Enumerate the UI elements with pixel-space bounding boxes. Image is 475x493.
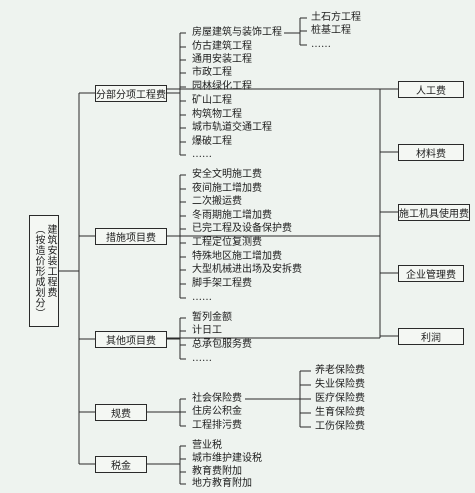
group-label: 税金 — [111, 461, 131, 472]
component-label: 施工机具使用费 — [399, 209, 469, 220]
group-box-guifei: 规费 — [95, 404, 147, 421]
list-item: 教育费附加 — [192, 466, 242, 477]
sub-list-item: 养老保险费 — [315, 365, 365, 376]
list-item: 仿古建筑工程 — [192, 41, 252, 52]
list-item: 矿山工程 — [192, 95, 232, 106]
group-label: 规费 — [111, 409, 131, 420]
list-item: 大型机械进出场及安拆费 — [192, 264, 302, 275]
group-box-cuoshi: 措施项目费 — [95, 228, 167, 245]
component-box-lirun: 利润 — [398, 328, 464, 345]
component-label: 人工费 — [416, 86, 446, 97]
list-item: 房屋建筑与装饰工程 — [192, 27, 282, 38]
list-item: 城市轨道交通工程 — [192, 122, 272, 133]
component-box-rengong: 人工费 — [398, 81, 464, 98]
component-label: 利润 — [421, 333, 441, 344]
list-item: 城市维护建设税 — [192, 453, 262, 464]
list-item: 社会保险费 — [192, 393, 242, 404]
list-item: 营业税 — [192, 440, 222, 451]
group-label: 分部分项工程费 — [96, 90, 166, 101]
list-item: 夜间施工增加费 — [192, 183, 262, 194]
list-item: 总承包服务费 — [192, 339, 252, 350]
list-item: 二次搬运费 — [192, 196, 242, 207]
list-item: 冬雨期施工增加费 — [192, 210, 272, 221]
list-item: 特殊地区施工增加费 — [192, 251, 282, 262]
sub-list-item: 桩基工程 — [311, 25, 351, 36]
list-item: 计日工 — [192, 325, 222, 336]
component-label: 材料费 — [416, 149, 446, 160]
list-item: …… — [192, 353, 212, 364]
list-item: 脚手架工程费 — [192, 278, 252, 289]
list-item: 通用安装工程 — [192, 54, 252, 65]
group-box-fenbu: 分部分项工程费 — [95, 85, 167, 102]
group-label: 其他项目费 — [106, 336, 156, 347]
component-box-cailiao: 材料费 — [398, 144, 464, 161]
list-item: …… — [192, 149, 212, 160]
group-label: 措施项目费 — [106, 233, 156, 244]
list-item: 住房公积金 — [192, 406, 242, 417]
sub-list-item: 土石方工程 — [311, 12, 361, 23]
list-item: 爆破工程 — [192, 136, 232, 147]
list-item: 园林绿化工程 — [192, 81, 252, 92]
sub-list-item: 医疗保险费 — [315, 393, 365, 404]
list-item: 安全文明施工费 — [192, 169, 262, 180]
sub-list-item: 工伤保险费 — [315, 421, 365, 432]
group-box-qita: 其他项目费 — [95, 331, 167, 348]
component-label: 企业管理费 — [406, 270, 456, 281]
sub-list-item: 失业保险费 — [315, 379, 365, 390]
list-item: 构筑物工程 — [192, 109, 242, 120]
list-item: 地方教育附加 — [192, 478, 252, 489]
sub-list-item: …… — [311, 39, 331, 50]
list-item: 暂列金额 — [192, 312, 232, 323]
list-item: 工程排污费 — [192, 420, 242, 431]
list-item: 市政工程 — [192, 67, 232, 78]
component-box-jiju: 施工机具使用费 — [398, 204, 470, 221]
list-item: 工程定位复测费 — [192, 237, 262, 248]
root-note: （按造价形成划分） — [33, 224, 44, 319]
sub-list-item: 生育保险费 — [315, 407, 365, 418]
component-box-qiye: 企业管理费 — [398, 265, 464, 282]
group-box-shuijin: 税金 — [95, 456, 147, 473]
list-item: 已完工程及设备保护费 — [192, 223, 292, 234]
root-title: 建筑安装工程费 — [45, 224, 56, 298]
list-item: …… — [192, 292, 212, 303]
root-box: 建筑安装工程费 （按造价形成划分） — [29, 215, 59, 327]
